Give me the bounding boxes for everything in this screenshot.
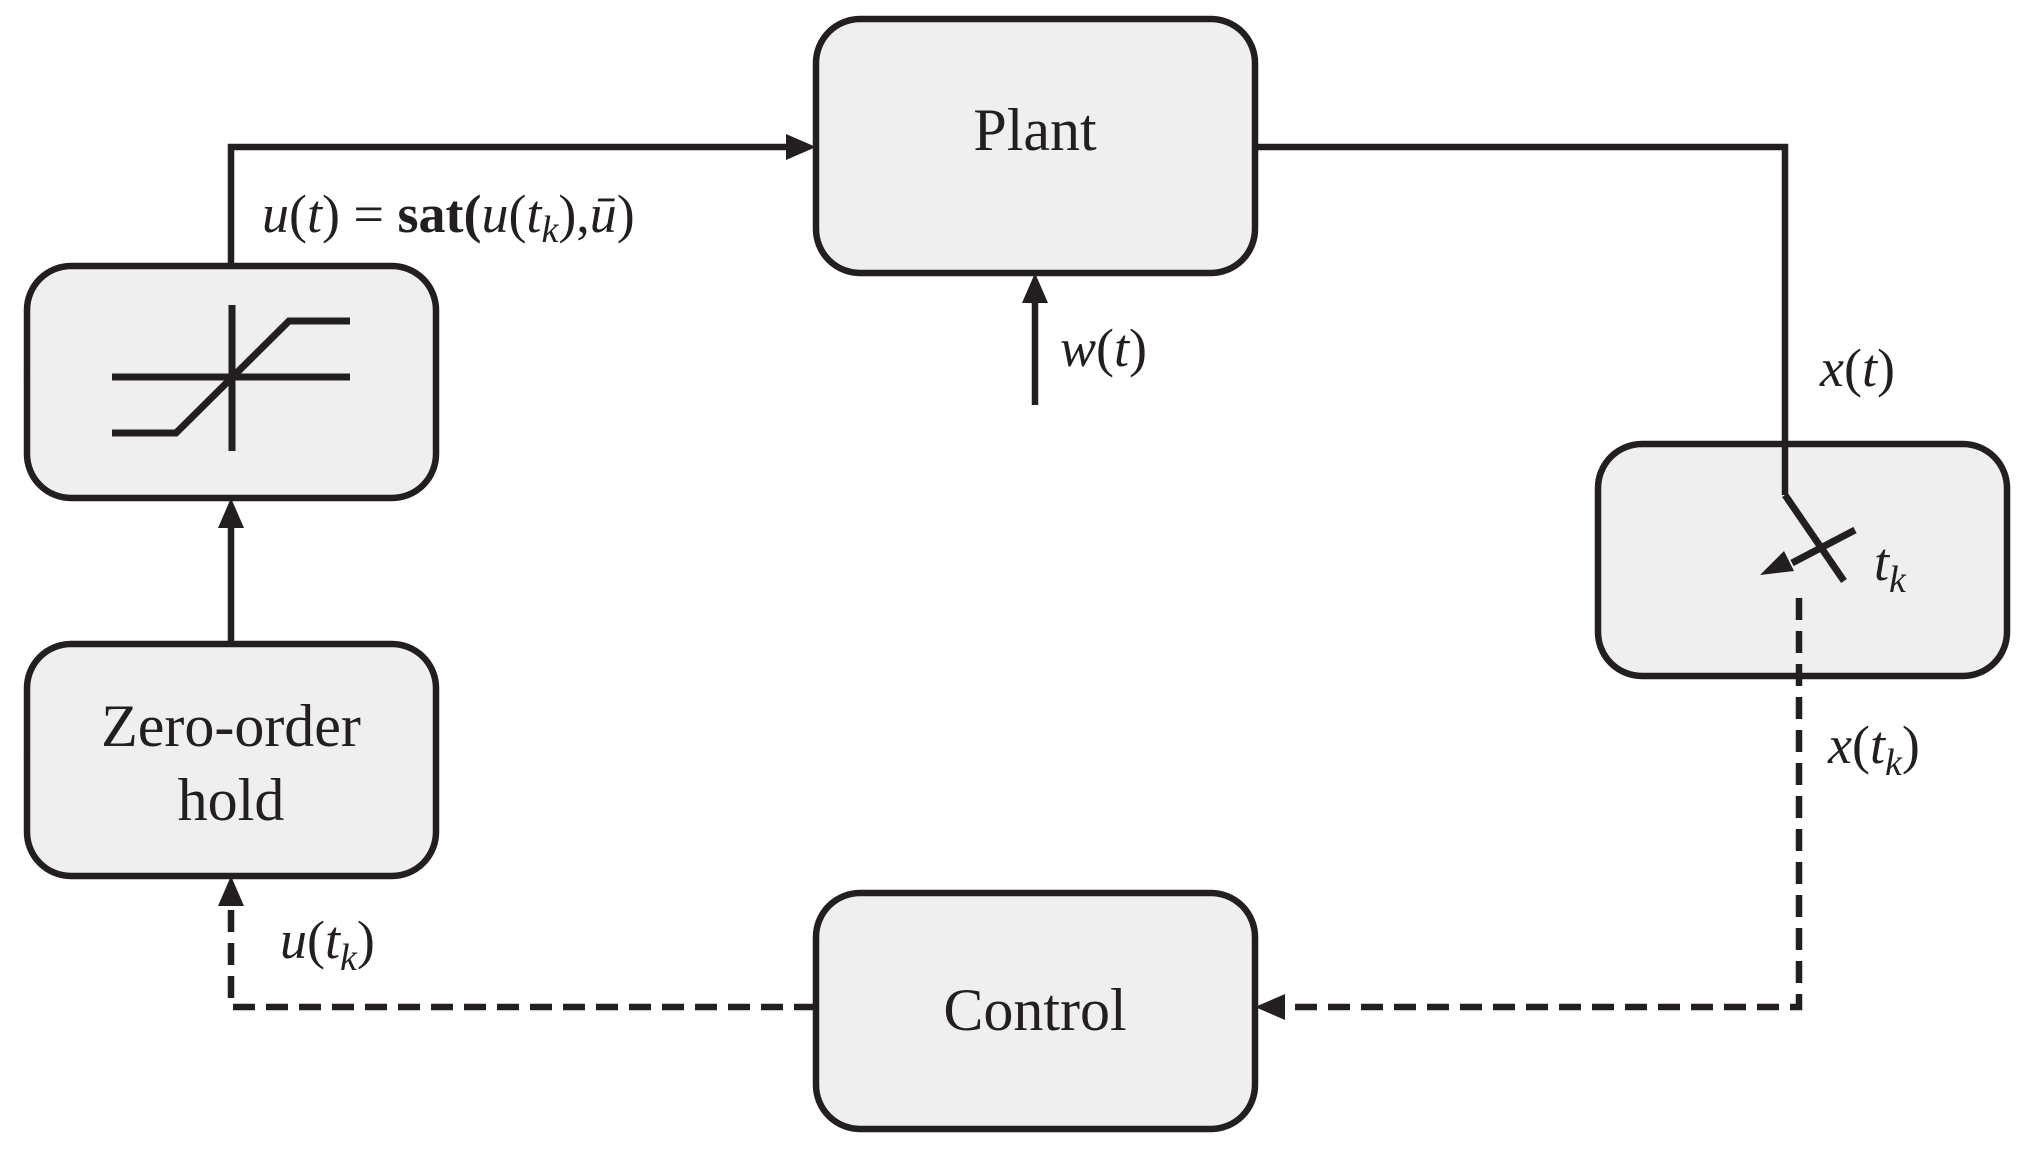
sampler-switch-icon — [1760, 493, 1857, 583]
sampling-time-label: tk — [1874, 532, 1907, 601]
disturbance-label: w(t) — [1060, 318, 1147, 378]
zero-order-hold-label-line1: Zero-order — [101, 693, 361, 759]
zero-order-hold-block[interactable]: Zero-order hold — [23, 640, 440, 880]
plant-label: Plant — [973, 97, 1097, 163]
sampled-state-label: x(tk) — [1827, 715, 1920, 784]
wire-plant-to-sampler — [1255, 143, 1789, 495]
control-block[interactable]: Control — [812, 889, 1259, 1133]
saturation-icon — [112, 305, 350, 451]
sampler-block[interactable] — [1594, 440, 2011, 680]
zero-order-hold-label-line2: hold — [178, 767, 285, 833]
state-label: x(t) — [1819, 338, 1895, 398]
saturation-output-label: u(t) = sat(u(tk),ū) — [262, 184, 635, 251]
wire-sampler-to-control — [1255, 598, 1803, 1020]
control-output-label: u(tk) — [280, 910, 375, 979]
wire-saturation-to-plant — [227, 134, 816, 266]
wire-zoh-to-saturation — [218, 498, 244, 644]
plant-block[interactable]: Plant — [812, 15, 1259, 277]
saturation-block[interactable] — [23, 262, 440, 502]
control-label: Control — [943, 977, 1126, 1043]
wire-control-to-zoh — [218, 876, 816, 1011]
wire-disturbance-to-plant — [1022, 273, 1048, 405]
